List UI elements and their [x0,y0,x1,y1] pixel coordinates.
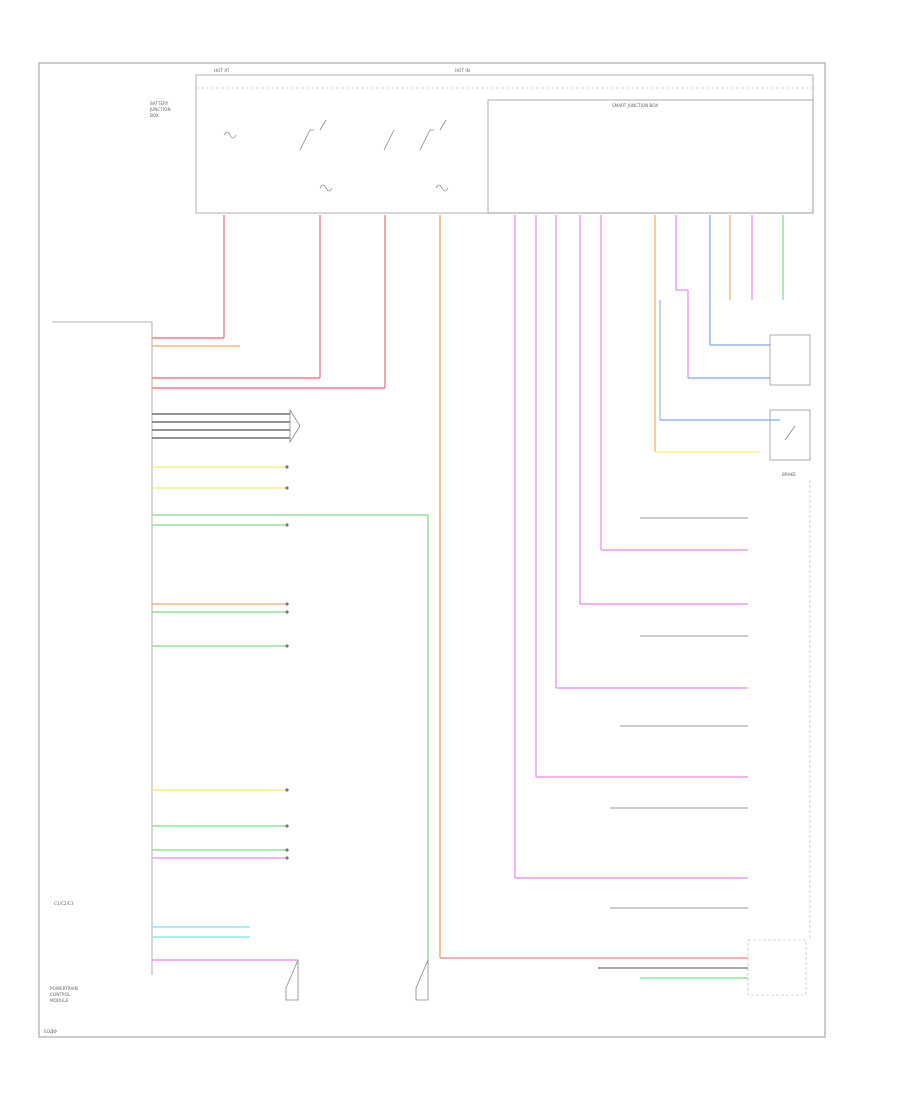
sensor-2 [415,959,429,1001]
outer-frame [38,62,826,1038]
pcm-module-outline [52,321,153,975]
battery-junction-box-label-2: JUNCTION [149,107,171,112]
module-pins-label: C1/C2/C3 [54,901,74,906]
brake-switch [769,409,811,461]
pcm-label: POWERTRAIN [50,986,78,991]
pcm-label-2: CONTROL [50,992,71,997]
smart-junction-box [487,99,814,214]
fuse-box [195,74,814,214]
brake-switch-contact [784,425,796,441]
footer-left: ЕОДФ [44,1029,57,1034]
splice-dots [285,465,289,860]
right-connector-block [747,939,807,996]
hot-in-run-label: HOT IN [455,68,470,73]
switch-circuits [610,517,748,909]
hot-at-all-times-label: HOT AT [214,68,230,73]
brake-switch-label: BRAKE [782,472,796,477]
battery-junction-box-label: BATTERY [150,101,169,106]
battery-junction-box-label-3: BOX [150,113,159,118]
pcm-outputs [152,413,298,961]
connector-arrow [289,408,301,444]
sjb-title: SMART JUNCTION BOX [612,103,658,108]
pcm-label-3: MODULE [50,998,69,1003]
fuel-pump-relay [769,334,811,386]
fuse-symbols [223,119,449,192]
sensor-1 [285,959,299,1001]
